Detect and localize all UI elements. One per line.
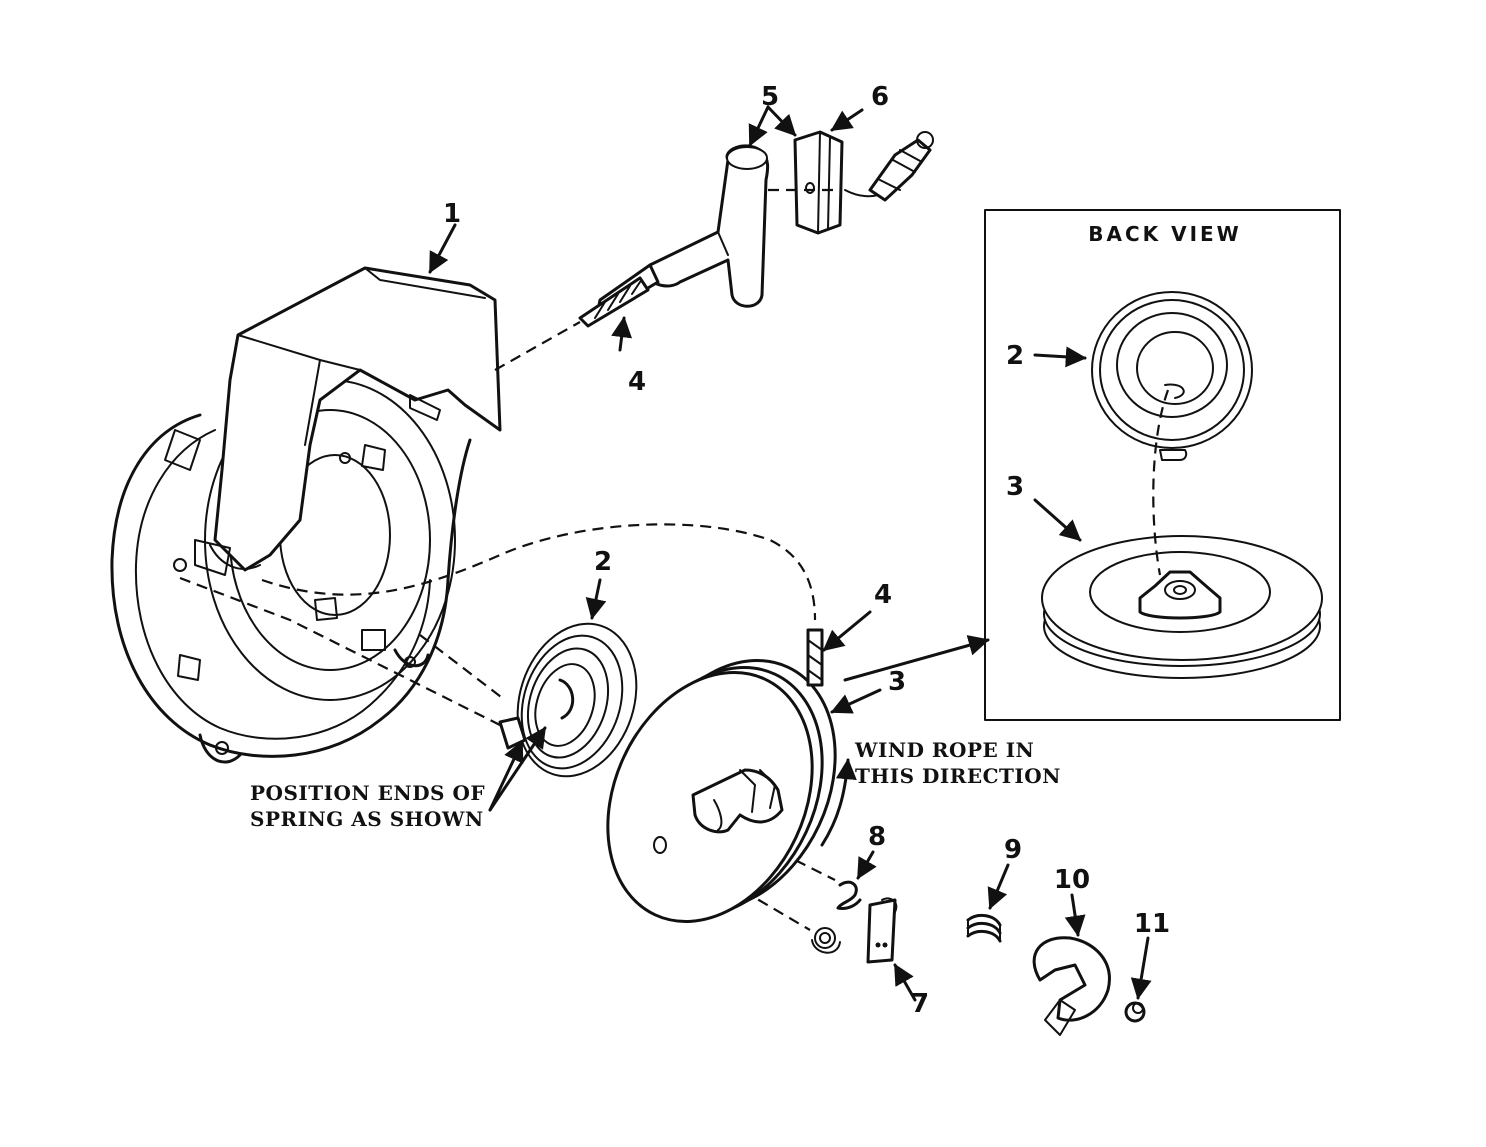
callout-6: 6 bbox=[871, 82, 889, 112]
back-view-title: BACK VIEW bbox=[1088, 222, 1242, 246]
callout-10: 10 bbox=[1054, 865, 1090, 895]
position-spring-note-line1: POSITION ENDS OF bbox=[250, 781, 485, 805]
rope-stub-part-4 bbox=[806, 628, 824, 687]
washer-part-11 bbox=[1124, 1001, 1146, 1023]
back-view-pulley bbox=[1041, 535, 1323, 679]
wind-rope-note-line1: WIND ROPE IN bbox=[854, 738, 1034, 762]
starter-pulley-part-3 bbox=[606, 659, 837, 923]
callout-9: 9 bbox=[1004, 835, 1022, 865]
retainer-part-10 bbox=[1032, 936, 1111, 1036]
rope-end-knot bbox=[844, 131, 934, 202]
pawl-part-7 bbox=[866, 897, 898, 964]
callout-5: 5 bbox=[761, 82, 779, 112]
callout-8: 8 bbox=[868, 822, 886, 852]
back-view-panel bbox=[984, 209, 1341, 721]
spring-clip-part-8 bbox=[836, 880, 862, 910]
handle-insert-part-6 bbox=[793, 130, 844, 235]
callout-2-back: 2 bbox=[1006, 341, 1024, 371]
callout-4-top: 4 bbox=[628, 367, 646, 397]
wind-direction-arrow bbox=[820, 758, 857, 847]
retainer-part-10-small bbox=[811, 927, 841, 954]
recoil-spring-part-2 bbox=[498, 622, 638, 778]
callout-4-pulley: 4 bbox=[874, 580, 892, 610]
callout-1: 1 bbox=[443, 199, 461, 229]
back-view-spring bbox=[1091, 291, 1253, 461]
callout-7: 7 bbox=[911, 989, 929, 1019]
rope-segment-part-4-top bbox=[578, 276, 650, 328]
position-spring-note-line2: SPRING AS SHOWN bbox=[250, 807, 484, 831]
callout-11: 11 bbox=[1134, 909, 1170, 939]
callout-3-main: 3 bbox=[888, 667, 906, 697]
spring-part-9 bbox=[966, 913, 1002, 943]
blower-housing-part-1 bbox=[110, 266, 502, 764]
callout-arrows bbox=[428, 105, 1152, 1002]
starter-handle-part-5 bbox=[596, 144, 770, 314]
callout-2-main: 2 bbox=[594, 547, 612, 577]
wind-rope-note-line2: THIS DIRECTION bbox=[855, 764, 1061, 788]
callout-3-back: 3 bbox=[1006, 472, 1024, 502]
